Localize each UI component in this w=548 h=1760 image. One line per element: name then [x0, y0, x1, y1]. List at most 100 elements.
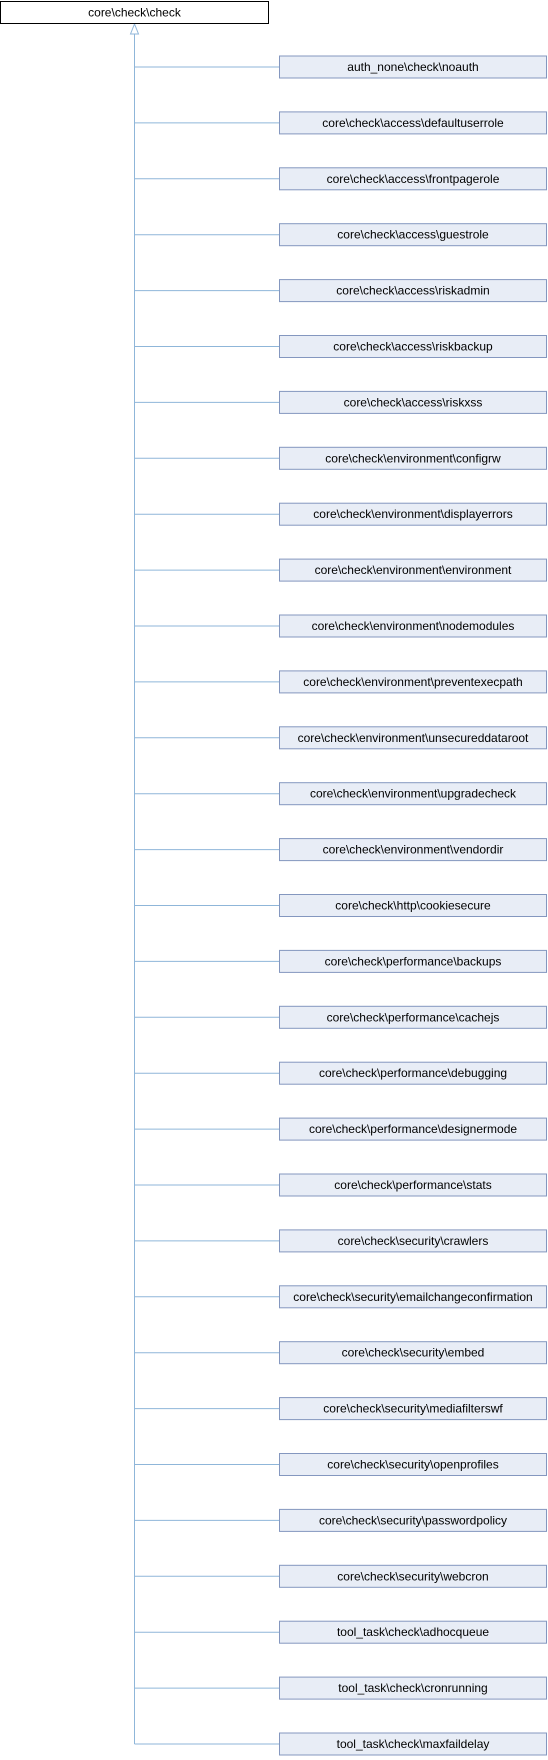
child-class-label: core\check\access\riskxss [344, 395, 483, 409]
child-class-node[interactable]: core\check\performance\designermode [279, 1117, 547, 1141]
child-class-node[interactable]: core\check\security\webcron [279, 1564, 547, 1588]
child-class-label: core\check\access\riskbackup [333, 340, 493, 354]
child-class-label: core\check\http\cookiesecure [335, 899, 491, 913]
child-class-label: core\check\performance\designermode [309, 1122, 517, 1136]
child-class-box [279, 390, 547, 414]
child-class-label: core\check\environment\vendordir [323, 843, 504, 857]
child-class-node[interactable]: core\check\environment\configrw [279, 446, 547, 470]
child-class-box [279, 1620, 547, 1644]
parent-class-node[interactable]: core\check\check [0, 1, 269, 24]
child-class-label: core\check\environment\preventexecpath [303, 675, 522, 689]
inheritance-arrowhead [129, 22, 140, 35]
child-class-label: core\check\security\webcron [337, 1569, 488, 1583]
child-class-box [279, 1341, 547, 1365]
child-class-node[interactable]: core\check\performance\cachejs [279, 1005, 547, 1029]
connector-lines [129, 22, 280, 1745]
child-class-node[interactable]: core\check\environment\unsecureddataroot [279, 726, 547, 750]
child-class-box [279, 279, 547, 303]
child-class-label: tool_task\check\cronrunning [338, 1681, 487, 1695]
child-class-box [279, 1285, 547, 1309]
child-class-node[interactable]: tool_task\check\maxfaildelay [279, 1732, 547, 1756]
child-class-box [279, 1508, 547, 1532]
child-class-node[interactable]: core\check\security\embed [279, 1341, 547, 1365]
child-class-box [279, 1005, 547, 1029]
child-class-node[interactable]: core\check\environment\preventexecpath [279, 670, 547, 694]
parent-class-box [0, 1, 269, 24]
child-class-label: core\check\security\openprofiles [327, 1458, 498, 1472]
child-class-box [279, 1732, 547, 1756]
child-class-node[interactable]: core\check\security\emailchangeconfirmat… [279, 1285, 547, 1309]
child-class-box [279, 1117, 547, 1141]
child-class-label: core\check\access\defaultuserrole [322, 116, 504, 130]
child-class-box [279, 111, 547, 135]
child-class-node[interactable]: core\check\performance\debugging [279, 1061, 547, 1085]
child-class-node[interactable]: core\check\http\cookiesecure [279, 894, 547, 917]
child-class-label: core\check\environment\unsecureddataroot [298, 731, 529, 745]
child-class-label: core\check\security\mediafilterswf [323, 1402, 503, 1416]
parent-class-label: core\check\check [88, 6, 182, 20]
child-class-box [279, 167, 547, 191]
child-class-box [279, 838, 547, 862]
child-class-box [279, 614, 547, 638]
child-class-label: core\check\security\crawlers [338, 1234, 489, 1248]
child-class-label: core\check\environment\upgradecheck [310, 787, 517, 801]
child-class-box [279, 949, 547, 973]
child-class-node[interactable]: core\check\environment\environment [279, 558, 547, 582]
child-class-label: core\check\environment\environment [315, 563, 512, 577]
child-class-label: core\check\security\emailchangeconfirmat… [293, 1290, 532, 1304]
child-class-box [279, 223, 547, 247]
child-class-node[interactable]: auth_none\check\noauth [279, 55, 547, 79]
child-class-label: core\check\security\passwordpolicy [319, 1513, 507, 1527]
child-class-label: core\check\environment\configrw [325, 451, 501, 465]
child-class-label: core\check\performance\backups [325, 954, 502, 968]
child-class-label: auth_none\check\noauth [347, 60, 478, 74]
child-class-node[interactable]: core\check\access\frontpagerole [279, 167, 547, 191]
child-class-node[interactable]: core\check\security\mediafilterswf [279, 1397, 547, 1421]
child-class-box [279, 726, 547, 750]
child-class-box [279, 55, 547, 79]
child-class-node[interactable]: core\check\security\openprofiles [279, 1453, 547, 1476]
child-class-box [279, 782, 547, 806]
child-class-box [279, 558, 547, 582]
child-class-label: core\check\performance\stats [334, 1178, 491, 1192]
child-class-label: core\check\access\guestrole [337, 228, 489, 242]
child-class-node[interactable]: core\check\access\riskbackup [279, 335, 547, 358]
child-class-box [279, 1061, 547, 1085]
child-class-node[interactable]: core\check\environment\upgradecheck [279, 782, 547, 806]
child-class-node[interactable]: tool_task\check\cronrunning [279, 1676, 547, 1700]
child-class-node[interactable]: core\check\access\guestrole [279, 223, 547, 247]
child-class-box [279, 1564, 547, 1588]
child-class-node[interactable]: core\check\security\crawlers [279, 1229, 547, 1253]
child-class-label: tool_task\check\adhocqueue [337, 1625, 489, 1639]
child-class-label: core\check\environment\displayerrors [313, 507, 512, 521]
child-class-nodes: auth_none\check\noauth core\check\access\… [279, 55, 547, 1756]
child-class-box [279, 1676, 547, 1700]
child-class-box [279, 335, 547, 358]
child-class-label: core\check\security\embed [342, 1346, 485, 1360]
child-class-box [279, 894, 547, 917]
child-class-label: core\check\access\riskadmin [336, 284, 489, 298]
child-class-label: core\check\access\frontpagerole [327, 172, 500, 186]
child-class-node[interactable]: core\check\performance\stats [279, 1173, 547, 1197]
child-class-box [279, 502, 547, 526]
child-class-label: core\check\performance\cachejs [327, 1010, 500, 1024]
child-class-node[interactable]: core\check\access\riskadmin [279, 279, 547, 303]
child-class-node[interactable]: core\check\environment\nodemodules [279, 614, 547, 638]
child-class-label: tool_task\check\maxfaildelay [337, 1737, 490, 1751]
child-class-box [279, 1453, 547, 1476]
child-class-node[interactable]: core\check\security\passwordpolicy [279, 1508, 547, 1532]
child-class-node[interactable]: core\check\access\riskxss [279, 390, 547, 414]
child-class-node[interactable]: core\check\access\defaultuserrole [279, 111, 547, 135]
child-class-node[interactable]: core\check\environment\displayerrors [279, 502, 547, 526]
child-class-box [279, 446, 547, 470]
child-class-box [279, 670, 547, 694]
child-class-box [279, 1229, 547, 1253]
child-class-node[interactable]: core\check\performance\backups [279, 949, 547, 973]
child-class-node[interactable]: core\check\environment\vendordir [279, 838, 547, 862]
child-class-box [279, 1173, 547, 1197]
child-class-box [279, 1397, 547, 1421]
child-class-label: core\check\performance\debugging [319, 1066, 507, 1080]
child-class-label: core\check\environment\nodemodules [312, 619, 515, 633]
child-class-node[interactable]: tool_task\check\adhocqueue [279, 1620, 547, 1644]
